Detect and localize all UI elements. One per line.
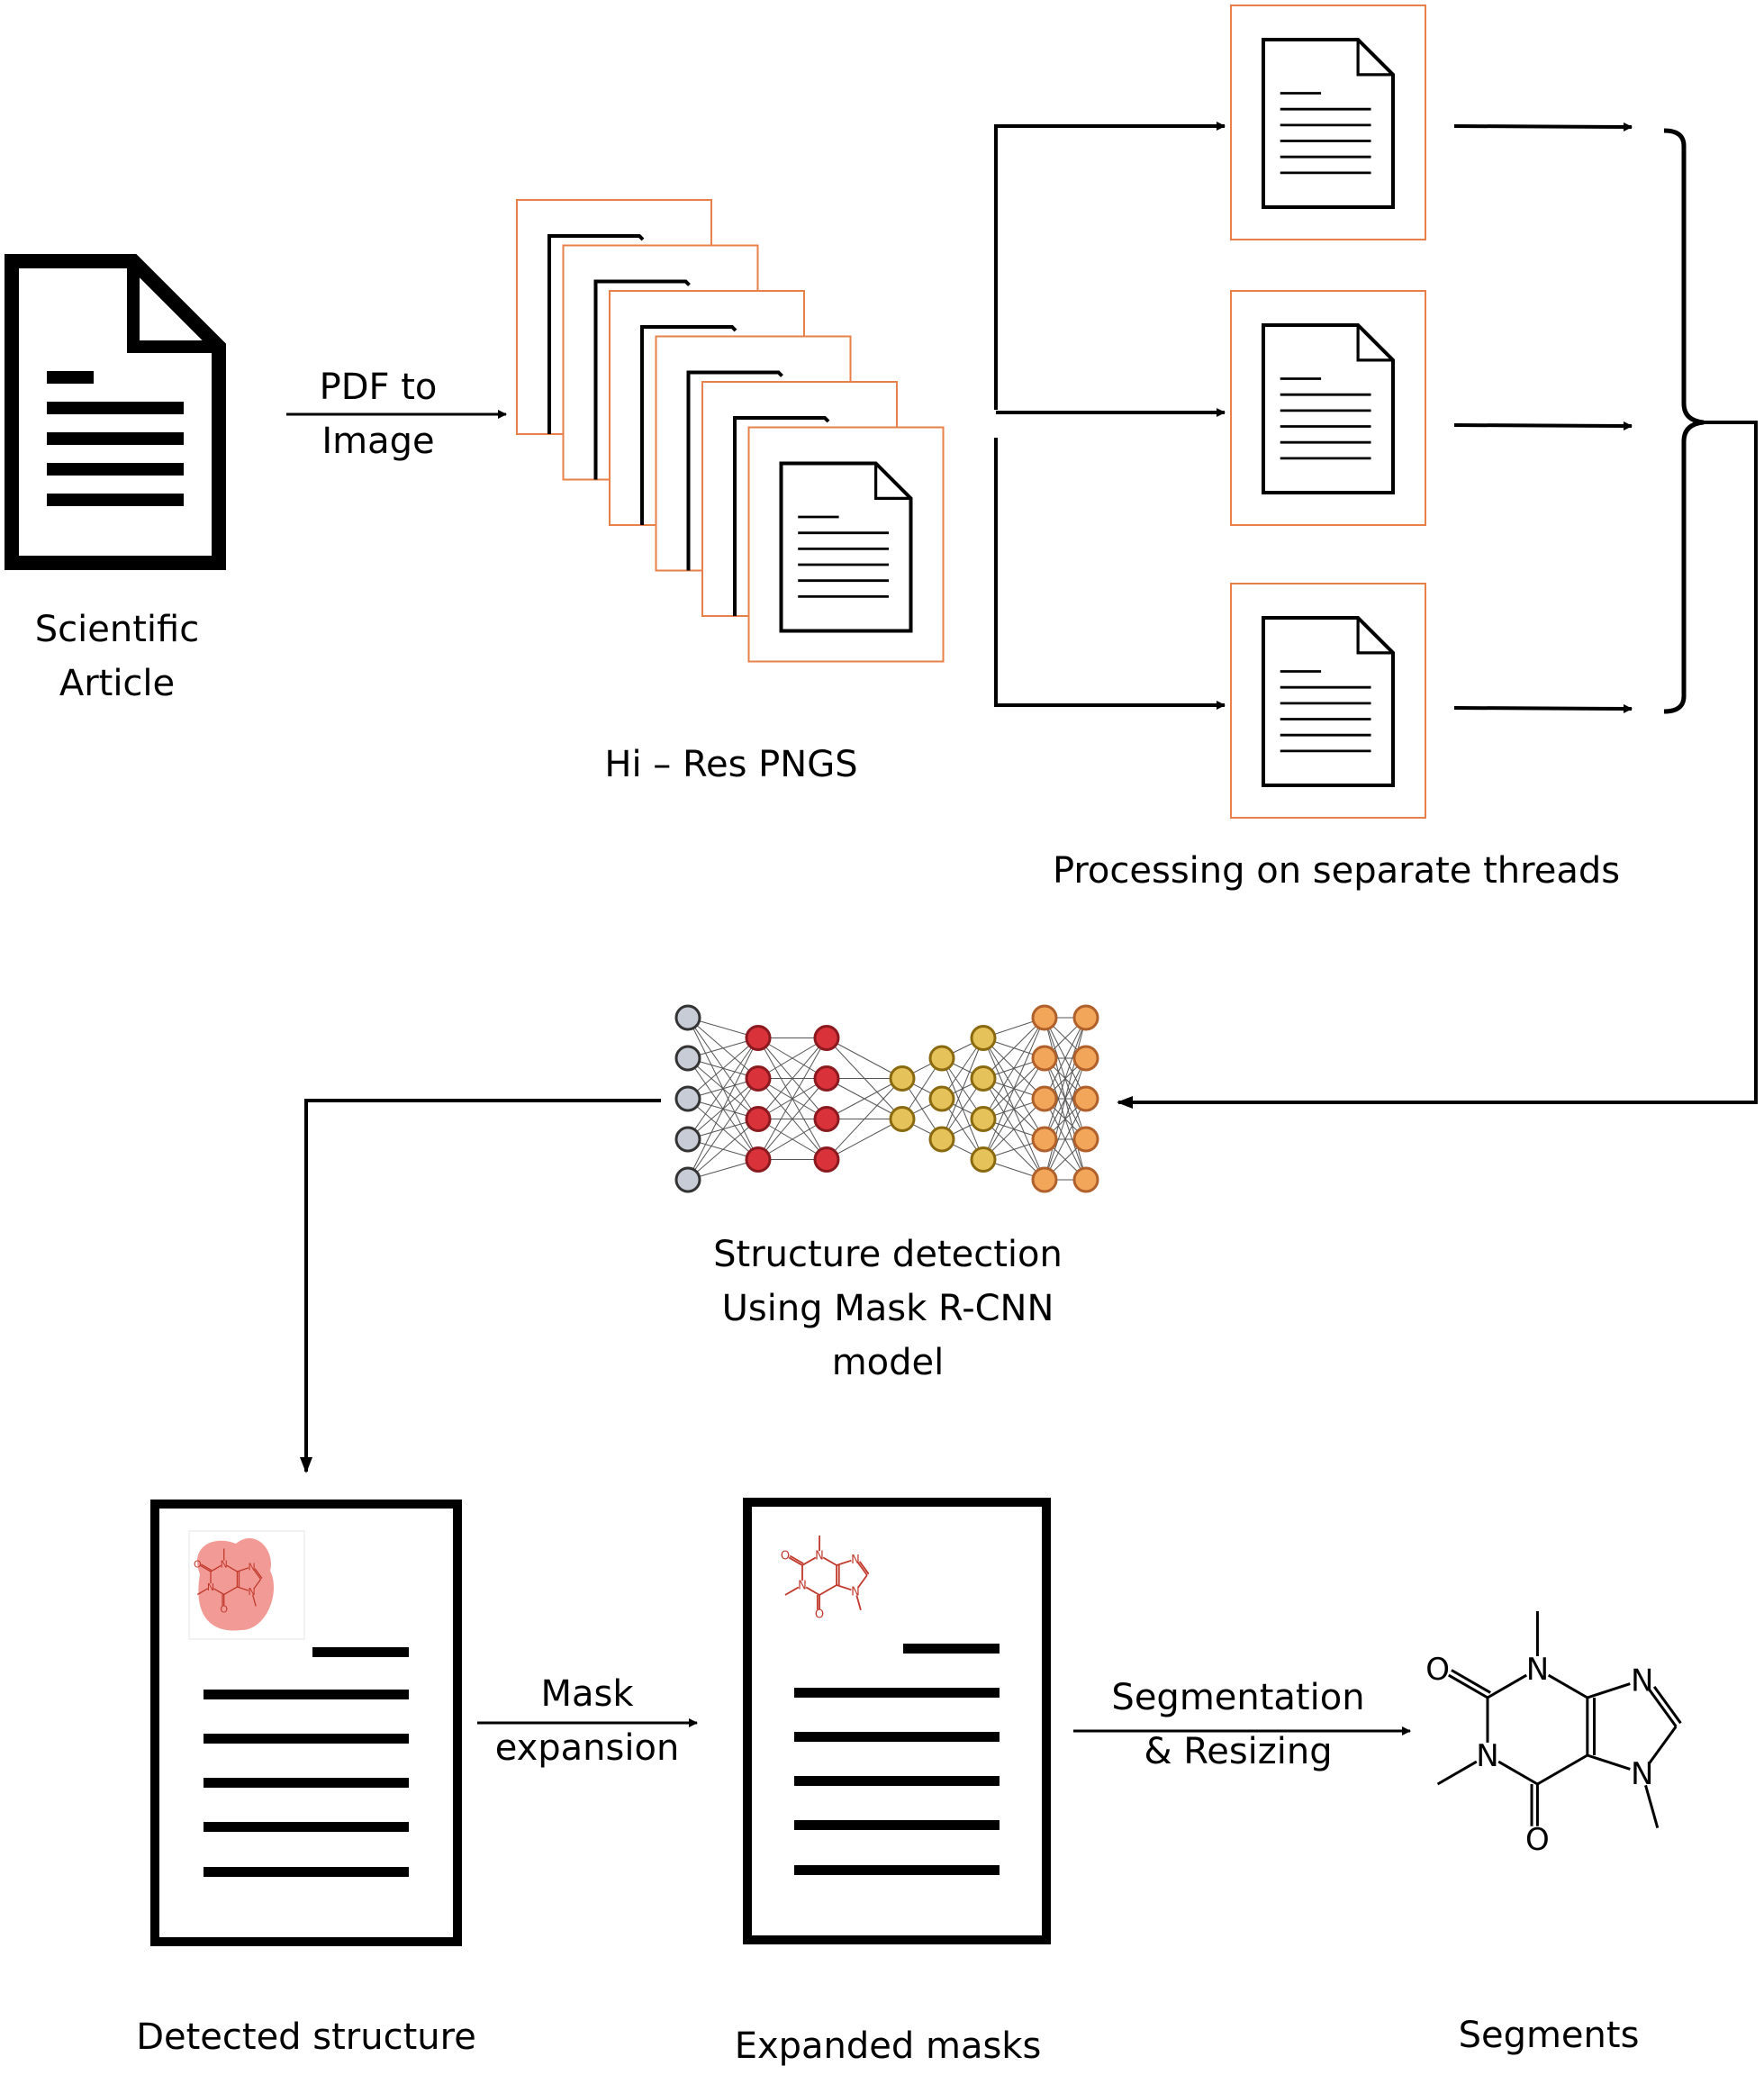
network-node [1072, 1166, 1099, 1193]
hi-res-png-stack [516, 199, 945, 663]
network-node [928, 1085, 955, 1112]
network-node [970, 1146, 997, 1173]
atom-label: N [815, 1550, 824, 1563]
png-page-document-icon [779, 461, 913, 633]
network-node [1072, 1004, 1099, 1031]
brace-to-network-arrow [1117, 421, 1758, 1109]
expanded-masks-label: Expanded masks [735, 2025, 1042, 2067]
network-node [1031, 1085, 1058, 1112]
thread-fanout-lines [994, 122, 1226, 710]
pdf-to-image-label-line2: Image [321, 421, 434, 462]
structure-detection-label-line3: model [832, 1342, 945, 1383]
network-node [813, 1146, 840, 1173]
detected-structure-label: Detected structure [136, 2016, 476, 2058]
network-node [1031, 1166, 1058, 1193]
network-node [745, 1106, 772, 1132]
structure-detection-label-line2: Using Mask R-CNN [722, 1288, 1054, 1329]
network-node [674, 1126, 701, 1153]
atom-label: N [1631, 1756, 1653, 1792]
network-node [813, 1065, 840, 1092]
atom-label: N [1631, 1663, 1653, 1699]
network-node [1072, 1045, 1099, 1072]
network-node [745, 1146, 772, 1173]
thread-output-arrows [1453, 122, 1633, 713]
atom-label: O [781, 1550, 790, 1563]
atom-label: O [1525, 1822, 1550, 1858]
network-node [1031, 1126, 1058, 1153]
segmentation-label-line2: & Resizing [1144, 1731, 1332, 1772]
mask-expansion-label-line2: expansion [495, 1727, 680, 1769]
atom-label: N [1476, 1738, 1498, 1774]
network-node [674, 1085, 701, 1112]
thread-document-icon [1262, 616, 1395, 787]
thread-pages [1230, 5, 1426, 819]
network-node [674, 1004, 701, 1031]
network-node [745, 1065, 772, 1092]
network-node [745, 1025, 772, 1051]
structure-detection-label-line1: Structure detection [713, 1234, 1063, 1275]
network-node [1031, 1004, 1058, 1031]
thread-document-icon [1262, 38, 1395, 209]
processing-threads-label: Processing on separate threads [1053, 850, 1620, 892]
network-node [813, 1025, 840, 1051]
hi-res-pngs-label: Hi – Res PNGS [604, 744, 857, 785]
atom-label: N [221, 1558, 228, 1570]
thread-page [1230, 583, 1426, 819]
network-node [1072, 1126, 1099, 1153]
atom-label: O [220, 1604, 228, 1616]
segmented-molecule-icon: O O N N N N [1425, 1611, 1682, 1858]
network-node [889, 1106, 916, 1132]
merge-brace [1663, 128, 1705, 714]
network-node [1072, 1085, 1099, 1112]
segments-label: Segments [1459, 2015, 1640, 2056]
network-node [674, 1045, 701, 1072]
network-node [928, 1045, 955, 1072]
mask-expansion-label-line1: Mask [540, 1673, 634, 1715]
network-node [970, 1065, 997, 1092]
segmentation-label-line1: Segmentation [1111, 1677, 1364, 1718]
atom-label: N [207, 1581, 214, 1593]
atom-label: N [798, 1580, 807, 1593]
network-node [970, 1025, 997, 1051]
atom-label: N [851, 1554, 860, 1567]
network-node [1031, 1045, 1058, 1072]
scientific-article-label-line2: Article [59, 663, 175, 704]
network-node [970, 1106, 997, 1132]
atom-label: N [851, 1585, 860, 1599]
network-to-detected-arrow [300, 1099, 661, 1473]
mask-rcnn-network-icon [674, 1004, 1099, 1193]
scientific-article-label-line1: Scientific [35, 609, 199, 650]
network-node [928, 1126, 955, 1153]
atom-label: O [815, 1608, 824, 1622]
thread-page [1230, 5, 1426, 240]
atom-label: N [248, 1562, 255, 1573]
png-page [747, 426, 945, 663]
expanded-molecule-icon: O O N N N N [781, 1536, 870, 1622]
atom-label: O [1425, 1652, 1450, 1688]
thread-page [1230, 290, 1426, 526]
network-node [889, 1065, 916, 1092]
atom-label: O [194, 1558, 202, 1570]
thread-document-icon [1262, 323, 1395, 494]
network-node [813, 1106, 840, 1132]
pdf-to-image-label-line1: PDF to [320, 367, 438, 408]
atom-label: N [1526, 1652, 1549, 1688]
mask-highlight [196, 1537, 275, 1631]
network-node [674, 1166, 701, 1193]
scientific-article-icon [5, 254, 226, 570]
expanded-masks-page: O O N N N N [743, 1498, 1051, 1944]
atom-label: N [248, 1586, 255, 1598]
